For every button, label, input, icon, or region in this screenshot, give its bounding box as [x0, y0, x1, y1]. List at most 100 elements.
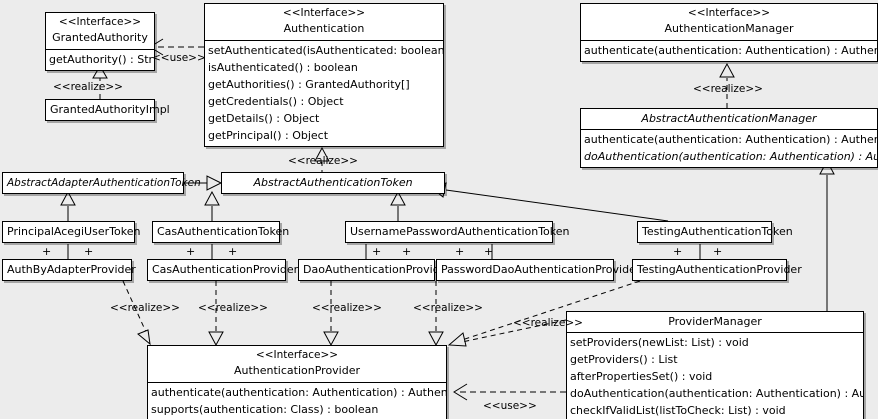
- class-password-dao-authentication-provider[interactable]: PasswordDaoAuthenticationProvider: [436, 259, 641, 281]
- class-name: UsernamePasswordAuthenticationToken: [350, 225, 570, 238]
- class-stereotype: <<Interface>>: [58, 16, 142, 28]
- association-marker: +: [228, 245, 238, 258]
- class-members: getAuthority() : String: [46, 50, 154, 70]
- class-username-password-authentication-token[interactable]: UsernamePasswordAuthenticationToken: [345, 221, 570, 243]
- member-row: getCredentials() : Object: [208, 95, 344, 108]
- class-cas-authentication-provider[interactable]: CasAuthenticationProvider: [147, 259, 298, 281]
- class-granted-authority[interactable]: <<Interface>> GrantedAuthority getAuthor…: [45, 12, 155, 71]
- class-abstract-authentication-manager[interactable]: AbstractAuthenticationManager authentica…: [580, 108, 878, 168]
- class-header: CasAuthenticationToken: [153, 222, 290, 242]
- association-marker: +: [713, 245, 723, 258]
- member-row: getDetails() : Object: [208, 112, 320, 125]
- member-row: doAuthentication(authentication: Authent…: [570, 387, 863, 400]
- member-row: doAuthentication(authentication: Authent…: [584, 150, 877, 163]
- class-header: PasswordDaoAuthenticationProvider: [437, 260, 641, 280]
- label-use-granted-authority: <<use>>: [152, 52, 206, 64]
- member-row: setAuthenticated(isAuthenticated: boolea…: [208, 44, 443, 57]
- class-members: authenticate(authentication: Authenticat…: [581, 41, 877, 61]
- class-name: AbstractAuthenticationManager: [641, 112, 817, 125]
- class-header: ProviderManager: [567, 312, 863, 332]
- class-name: PasswordDaoAuthenticationProvider: [441, 263, 641, 276]
- class-cas-authentication-token[interactable]: CasAuthenticationToken: [152, 221, 290, 243]
- class-authentication-manager[interactable]: <<Interface>> AuthenticationManager auth…: [580, 3, 878, 62]
- class-name: AbstractAuthenticationToken: [253, 176, 413, 189]
- class-header: AbstractAuthenticationToken: [222, 173, 444, 193]
- label-realize-authentication: <<realize>>: [288, 155, 358, 167]
- class-granted-authority-impl[interactable]: GrantedAuthorityImpl: [45, 99, 170, 121]
- member-row: getAuthority() : String: [49, 53, 154, 66]
- class-testing-authentication-token[interactable]: TestingAuthenticationToken: [637, 221, 793, 243]
- member-row: checkIfValidList(listToCheck: List) : vo…: [570, 404, 786, 417]
- class-name: ProviderManager: [668, 315, 762, 328]
- label-realize-auth-by-adapter: <<realize>>: [110, 302, 180, 314]
- class-stereotype: <<Interface>>: [282, 7, 366, 19]
- member-row: authenticate(authentication: Authenticat…: [584, 133, 877, 146]
- association-marker: +: [673, 245, 683, 258]
- class-name: AuthByAdapterProvider: [7, 263, 136, 276]
- label-realize-provider-manager: <<realize>>: [513, 317, 583, 329]
- class-members: setProviders(newList: List) : void getPr…: [567, 333, 863, 419]
- class-name: PrincipalAcegiUserToken: [7, 225, 141, 238]
- class-header: <<Interface>> AuthenticationManager: [581, 4, 877, 40]
- label-realize-password-dao-provider: <<realize>>: [413, 302, 483, 314]
- class-name: TestingAuthenticationToken: [642, 225, 793, 238]
- class-name: AuthenticationManager: [664, 22, 794, 35]
- class-name: CasAuthenticationToken: [157, 225, 290, 238]
- divider: [581, 40, 877, 41]
- member-row: authenticate(authentication: Authenticat…: [584, 44, 877, 57]
- class-name: GrantedAuthorityImpl: [50, 103, 170, 116]
- member-row: getPrincipal() : Object: [208, 129, 329, 142]
- class-header: AbstractAuthenticationManager: [581, 109, 877, 129]
- class-header: AuthByAdapterProvider: [3, 260, 136, 280]
- class-dao-authentication-provider[interactable]: DaoAuthenticationProvider: [298, 259, 451, 281]
- class-header: <<Interface>> Authentication: [205, 4, 443, 40]
- class-members: setAuthenticated(isAuthenticated: boolea…: [205, 41, 443, 146]
- label-realize-cas-provider: <<realize>>: [198, 302, 268, 314]
- class-authentication-provider[interactable]: <<Interface>> AuthenticationProvider aut…: [147, 345, 447, 419]
- class-name: TestingAuthenticationProvider: [637, 263, 802, 276]
- class-principal-acegi-user-token[interactable]: PrincipalAcegiUserToken: [2, 221, 141, 243]
- class-authentication[interactable]: <<Interface>> Authentication setAuthenti…: [204, 3, 444, 147]
- class-testing-authentication-provider[interactable]: TestingAuthenticationProvider: [632, 259, 802, 281]
- divider: [46, 49, 154, 50]
- class-header: TestingAuthenticationToken: [638, 222, 793, 242]
- class-auth-by-adapter-provider[interactable]: AuthByAdapterProvider: [2, 259, 136, 281]
- class-name: AbstractAdapterAuthenticationToken: [7, 177, 201, 189]
- class-stereotype: <<Interface>>: [255, 349, 339, 361]
- member-row: setProviders(newList: List) : void: [570, 336, 749, 349]
- class-header: AbstractAdapterAuthenticationToken: [3, 173, 201, 193]
- divider: [567, 332, 863, 333]
- class-name: DaoAuthenticationProvider: [303, 263, 451, 276]
- class-header: DaoAuthenticationProvider: [299, 260, 451, 280]
- association-marker: +: [455, 245, 465, 258]
- member-row: authenticate(authentication: Authenticat…: [151, 386, 446, 399]
- divider: [581, 129, 877, 130]
- class-header: <<Interface>> GrantedAuthority: [46, 13, 154, 49]
- class-members: authenticate(authentication: Authenticat…: [148, 383, 446, 419]
- class-abstract-adapter-authentication-token[interactable]: AbstractAdapterAuthenticationToken: [2, 172, 201, 194]
- class-name: Authentication: [283, 22, 365, 35]
- association-marker: +: [372, 245, 382, 258]
- divider: [148, 382, 446, 383]
- class-name: AuthenticationProvider: [233, 364, 361, 377]
- member-row: supports(authentication: Class) : boolea…: [151, 403, 379, 416]
- label-realize-dao-provider: <<realize>>: [312, 302, 382, 314]
- class-stereotype: <<Interface>>: [687, 7, 771, 19]
- member-row: getProviders() : List: [570, 353, 678, 366]
- association-marker: +: [42, 245, 52, 258]
- class-header: <<Interface>> AuthenticationProvider: [148, 346, 446, 382]
- class-header: CasAuthenticationProvider: [148, 260, 298, 280]
- label-realize-granted-authority: <<realize>>: [53, 81, 123, 93]
- member-row: getAuthorities() : GrantedAuthority[]: [208, 78, 410, 91]
- class-provider-manager[interactable]: ProviderManager setProviders(newList: Li…: [566, 311, 864, 419]
- class-header: UsernamePasswordAuthenticationToken: [346, 222, 570, 242]
- class-members: authenticate(authentication: Authenticat…: [581, 130, 877, 167]
- member-row: afterPropertiesSet() : void: [570, 370, 713, 383]
- association-marker: +: [402, 245, 412, 258]
- class-header: GrantedAuthorityImpl: [46, 100, 170, 120]
- label-realize-authentication-manager: <<realize>>: [693, 83, 763, 95]
- class-abstract-authentication-token[interactable]: AbstractAuthenticationToken: [221, 172, 445, 194]
- divider: [205, 40, 443, 41]
- label-use-provider-manager: <<use>>: [483, 400, 537, 412]
